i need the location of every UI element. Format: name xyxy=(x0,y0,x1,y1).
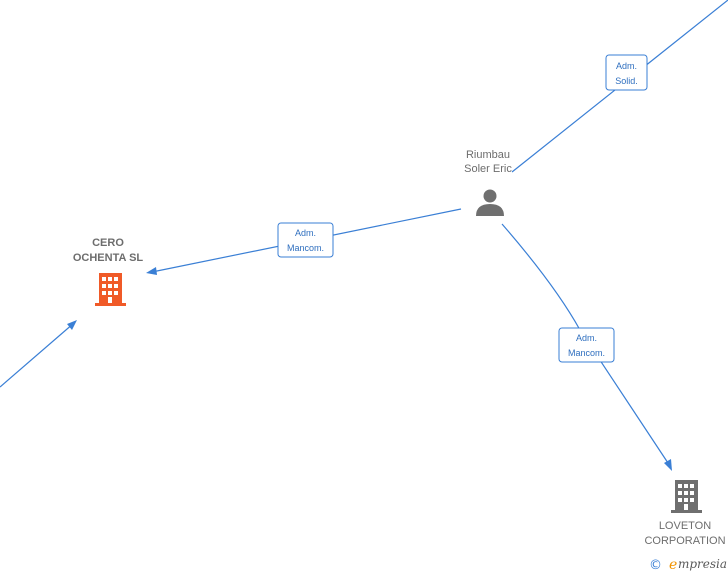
node-person[interactable]: Riumbau Soler Eric xyxy=(464,149,512,216)
brand-watermark: © e mpresia xyxy=(649,557,727,573)
loveton-name-line1: LOVETON xyxy=(659,520,711,532)
edge-from-left xyxy=(0,322,75,388)
edge-label-cero-line1: Adm. xyxy=(295,228,316,238)
person-name-line2: Soler Eric xyxy=(464,163,512,175)
edge-label-loveton-line1: Adm. xyxy=(576,333,597,343)
edge-label-solid-line2: Solid. xyxy=(615,76,638,86)
loveton-name-line2: CORPORATION xyxy=(644,535,725,547)
building-icon xyxy=(95,273,126,306)
copyright-icon: © xyxy=(649,558,662,573)
person-name-line1: Riumbau xyxy=(466,149,510,161)
brand-initial: e xyxy=(669,557,677,573)
edge-label-cero-line2: Mancom. xyxy=(287,243,324,253)
building-icon xyxy=(671,480,702,513)
edge-label-solid[interactable]: Adm. Solid. xyxy=(605,54,648,91)
node-company-loveton[interactable]: LOVETON CORPORATION xyxy=(644,480,726,547)
arrowhead-to-cero xyxy=(146,267,157,275)
edge-label-loveton-line2: Mancom. xyxy=(568,348,605,358)
node-company-cero[interactable]: CERO OCHENTA SL xyxy=(73,237,144,306)
edge-label-solid-line1: Adm. xyxy=(616,61,637,71)
arrowhead-from-left xyxy=(67,320,77,330)
edge-to-loveton xyxy=(501,223,671,467)
person-icon xyxy=(476,189,504,216)
cero-name-line2: OCHENTA SL xyxy=(73,252,144,264)
arrowhead-to-loveton xyxy=(664,459,672,471)
brand-name: mpresia xyxy=(678,557,727,571)
cero-name-line1: CERO xyxy=(92,237,124,249)
edge-label-loveton[interactable]: Adm. Mancom. xyxy=(558,327,615,363)
edge-label-cero[interactable]: Adm. Mancom. xyxy=(277,222,334,258)
